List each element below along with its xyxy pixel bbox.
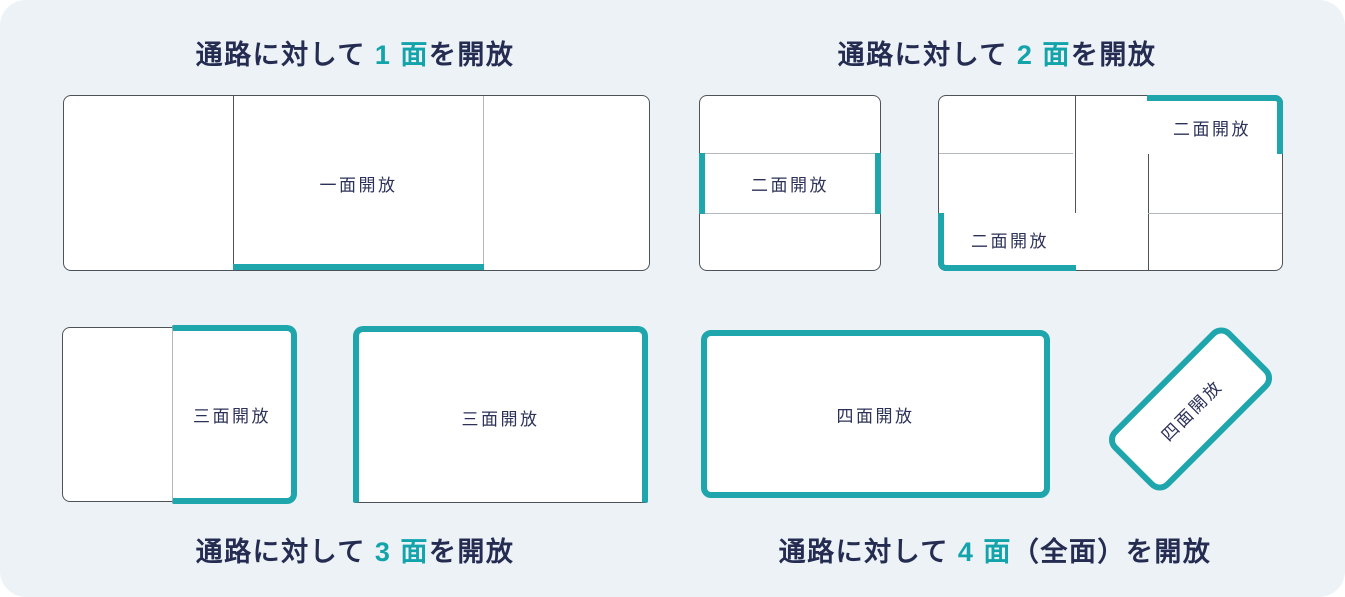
booth-label: 二面開放 bbox=[751, 176, 829, 195]
booth-label: 一面開放 bbox=[319, 175, 398, 195]
booth-closed-cell bbox=[62, 327, 173, 502]
title-text: 通路に対して bbox=[195, 537, 375, 567]
booth-divider bbox=[700, 213, 880, 214]
title-text: 通路に対して bbox=[837, 40, 1017, 70]
open-side-bottom bbox=[233, 264, 484, 270]
title-accent-count: 2 面 bbox=[1016, 40, 1071, 70]
open-side-right bbox=[875, 153, 881, 214]
booth-label: 二面開放 bbox=[1173, 120, 1251, 139]
open-side-left bbox=[699, 153, 705, 214]
booth-stack-diagram: 二面開放 bbox=[699, 95, 881, 271]
booth-grid-diagram: 二面開放 二面開放 bbox=[938, 95, 1283, 271]
booth-divider bbox=[483, 96, 484, 270]
booth-cell-one-open: 一面開放 bbox=[233, 96, 484, 270]
booth-cell-three-open: 三面開放 bbox=[172, 325, 297, 504]
booth-cell-two-open-corner-top: 二面開放 bbox=[1147, 95, 1283, 154]
booth-cell-three-open-wide: 三面開放 bbox=[353, 326, 648, 503]
title-text: 通路に対して bbox=[195, 40, 375, 70]
booth-divider bbox=[233, 96, 234, 270]
title-text: 通路に対して bbox=[778, 537, 958, 567]
title-text: を開放 bbox=[1070, 40, 1157, 70]
booth-divider bbox=[1075, 96, 1076, 270]
booth-cell-two-open-corner-bottom: 二面開放 bbox=[938, 213, 1076, 271]
section-title-one-side: 通路に対して 1 面を開放 bbox=[60, 33, 650, 72]
booth-divider bbox=[700, 153, 880, 154]
title-accent-count: 1 面 bbox=[374, 40, 429, 70]
booth-label: 三面開放 bbox=[461, 409, 540, 429]
title-text: を開放 bbox=[428, 537, 515, 567]
booth-label: 四面開放 bbox=[836, 406, 915, 426]
booth-label: 二面開放 bbox=[971, 231, 1049, 251]
booth-row-diagram: 一面開放 bbox=[63, 95, 650, 271]
title-accent-count: 3 面 bbox=[374, 537, 429, 567]
booth-label: 三面開放 bbox=[193, 407, 271, 426]
section-title-four-sides: 通路に対して 4 面（全面）を開放 bbox=[672, 530, 1318, 569]
booth-divider bbox=[1148, 213, 1282, 214]
booth-label: 四面開放 bbox=[1157, 376, 1227, 445]
section-title-three-sides: 通路に対して 3 面を開放 bbox=[60, 530, 650, 569]
booth-cell-four-open: 四面開放 bbox=[701, 330, 1050, 498]
title-accent-count: 4 面 bbox=[957, 537, 1012, 567]
title-text: （全面）を開放 bbox=[1011, 537, 1212, 567]
booth-cell-two-open: 二面開放 bbox=[700, 153, 880, 214]
title-text: を開放 bbox=[428, 40, 515, 70]
section-title-two-sides: 通路に対して 2 面を開放 bbox=[672, 33, 1322, 72]
booth-divider bbox=[939, 153, 1073, 154]
booth-divider bbox=[1148, 96, 1149, 270]
